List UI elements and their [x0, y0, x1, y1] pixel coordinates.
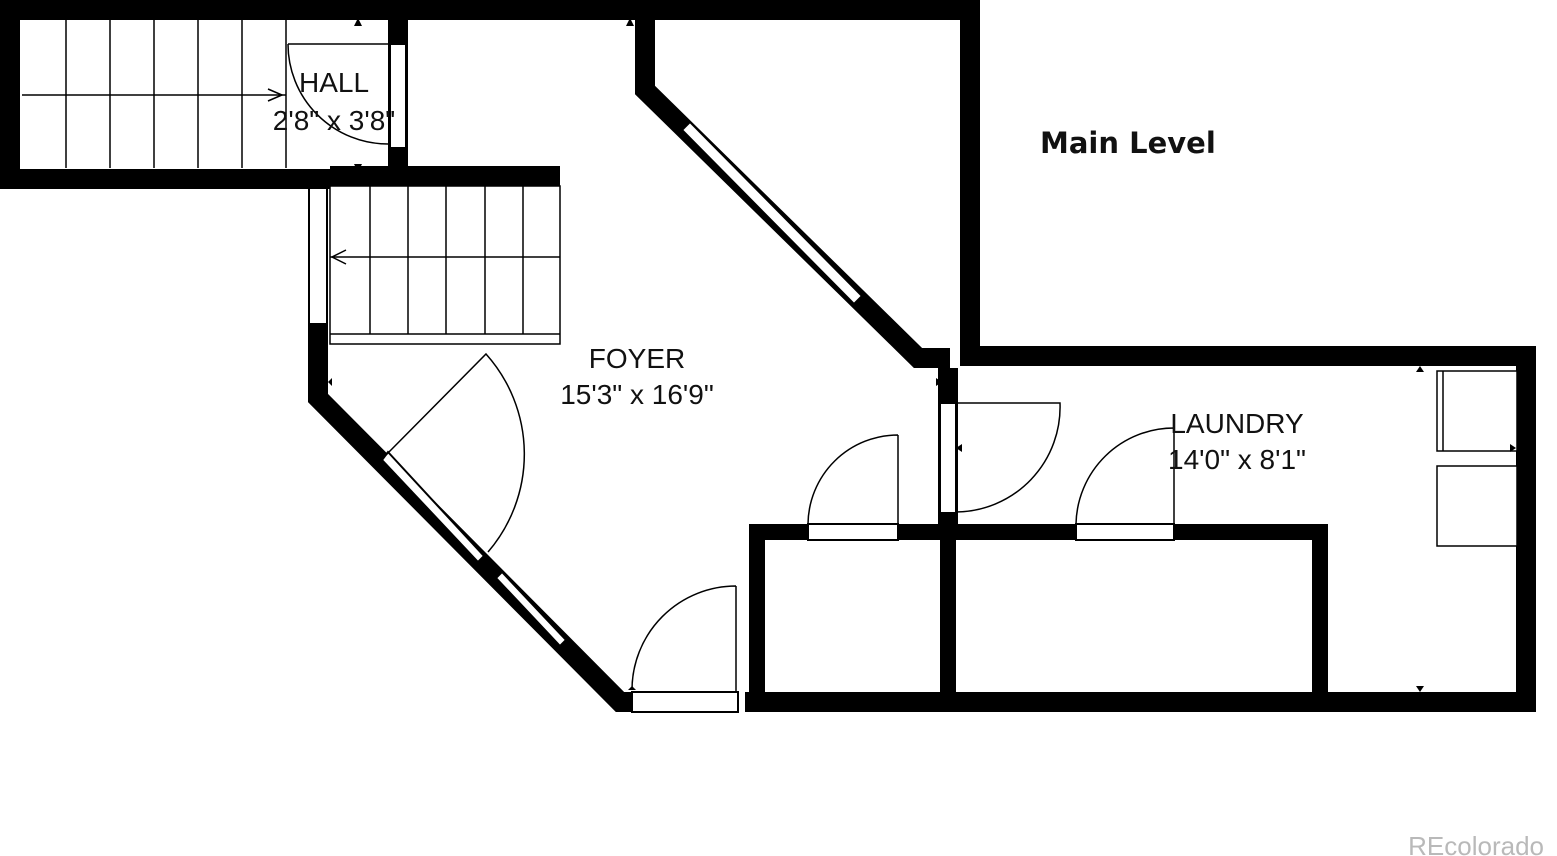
foyer-dimensions: 15'3" x 16'9": [560, 379, 714, 410]
washer: [1436, 370, 1518, 452]
diagonal-closet-wall: [635, 20, 950, 368]
laundry-entry-opening: [939, 402, 957, 514]
hall-door-swing: [287, 43, 389, 145]
walls: [0, 0, 1536, 712]
hall-dimensions: 2'8" x 3'8": [273, 105, 395, 136]
openings: [308, 43, 1175, 713]
hall-door-opening: [389, 43, 407, 149]
lower-stairs: [329, 185, 561, 345]
laundry-name: LAUNDRY: [1170, 408, 1304, 439]
upper-diagonal-window: [680, 120, 864, 306]
lower-diagonal-window-2: [494, 570, 568, 648]
front-door-swing: [631, 585, 737, 692]
stair-side-opening: [308, 187, 328, 325]
laundry-door-swing: [1075, 427, 1175, 525]
windows: [380, 120, 864, 648]
laundry-appliances: [1436, 370, 1518, 547]
door-swings: [287, 43, 1175, 692]
closet-door-opening-1: [807, 523, 899, 541]
laundry-entry-door-swing: [955, 402, 1061, 513]
measure-ticks: [328, 18, 1516, 692]
foyer-name: FOYER: [589, 343, 685, 374]
upper-stairs: [22, 20, 287, 168]
lower-diagonal-window-1: [380, 450, 486, 564]
closet-door-swing-1: [807, 434, 899, 525]
laundry-dimensions: 14'0" x 8'1": [1168, 444, 1306, 475]
dryer: [1436, 465, 1518, 547]
level-title: Main Level: [1040, 126, 1216, 160]
closet-block-wall: [749, 524, 1328, 702]
front-diagonal-door-swing: [385, 352, 526, 553]
hall-stair-block-wall: [0, 0, 398, 189]
front-door-opening: [631, 691, 739, 713]
closet-walls: [749, 524, 1328, 702]
watermark: REcolorado: [1408, 831, 1544, 856]
hall-name: HALL: [299, 67, 369, 98]
upper-right-wall: [398, 0, 1536, 712]
laundry-door-opening: [1075, 523, 1175, 541]
